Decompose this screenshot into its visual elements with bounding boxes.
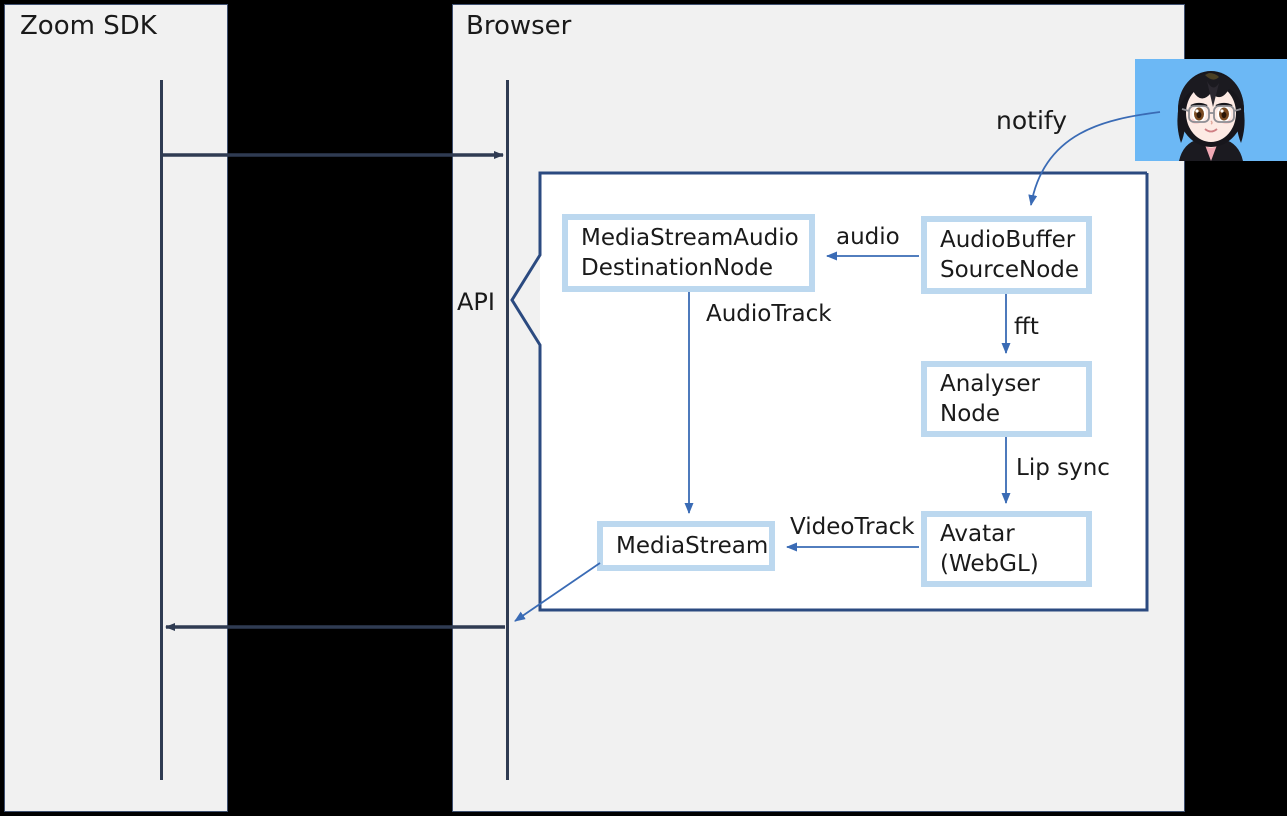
avatar-thumbnail <box>1135 59 1287 161</box>
edge-label-audiotrack: AudioTrack <box>706 301 832 327</box>
node-mediastream[interactable]: MediaStream <box>597 521 775 571</box>
edge-label-audio: audio <box>836 224 900 250</box>
node-label: MediaStreamAudio DestinationNode <box>581 225 799 281</box>
edge-label-videotrack: VideoTrack <box>790 514 915 540</box>
lifeline-browser <box>506 80 509 780</box>
edge-label-fft: fft <box>1014 314 1039 340</box>
lane-zoom-sdk <box>4 4 228 812</box>
node-label: Analyser Node <box>940 371 1040 427</box>
api-label: API <box>457 288 495 316</box>
lifeline-zoom-sdk <box>160 80 163 780</box>
node-audiobuffer-source-node[interactable]: AudioBuffer SourceNode <box>921 216 1092 294</box>
lane-title-browser: Browser <box>466 11 572 41</box>
node-mediastream-audio-destination-node[interactable]: MediaStreamAudio DestinationNode <box>562 214 815 292</box>
avatar-artwork <box>1135 59 1287 161</box>
node-avatar-webgl[interactable]: Avatar (WebGL) <box>921 511 1092 587</box>
node-analyser-node[interactable]: Analyser Node <box>921 361 1092 437</box>
edge-label-lip-sync: Lip sync <box>1016 455 1110 481</box>
edge-label-notify: notify <box>996 106 1068 135</box>
node-label: MediaStream <box>616 533 769 559</box>
node-label: AudioBuffer SourceNode <box>940 227 1080 283</box>
lane-title-zoom-sdk: Zoom SDK <box>20 11 157 41</box>
node-label: Avatar (WebGL) <box>940 521 1039 577</box>
